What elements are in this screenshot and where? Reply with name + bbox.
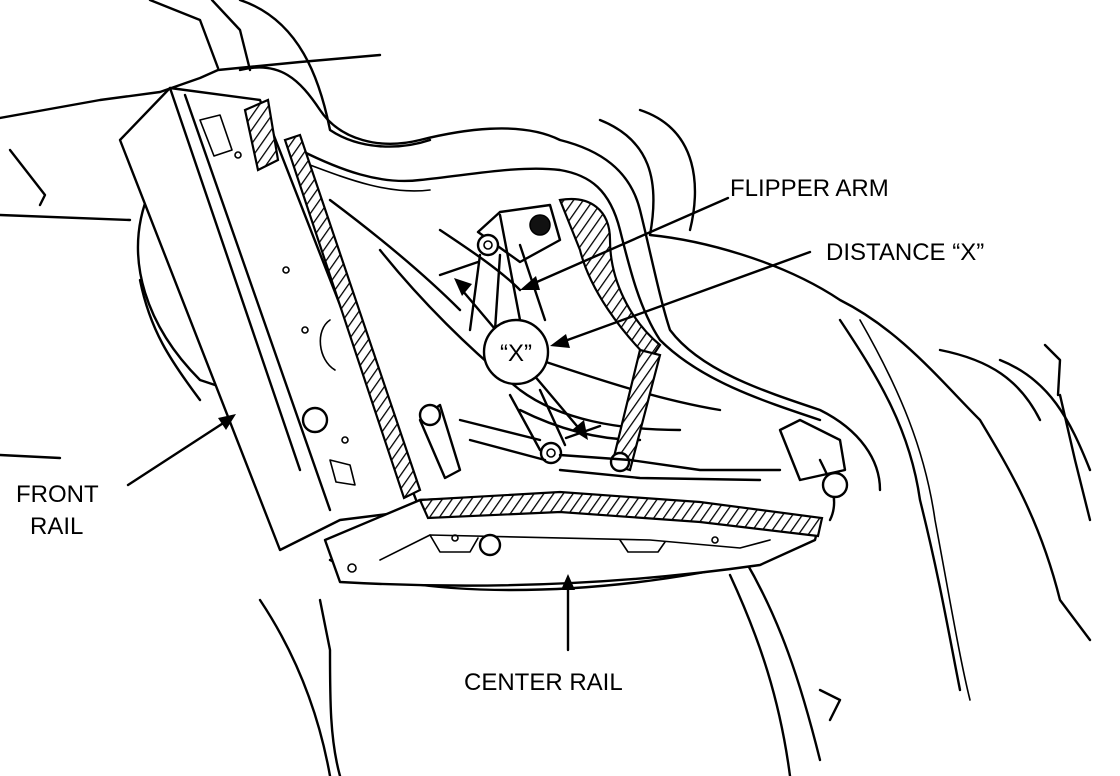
x-mark-label: “X” (500, 340, 532, 367)
vehicle-body-outline (0, 0, 1092, 776)
center-rail (323, 490, 824, 587)
leader-lines (126, 196, 812, 652)
front-rail-leader (126, 418, 230, 487)
flipper-arm-assembly (418, 197, 849, 522)
front-rail-label-line2: RAIL (30, 513, 83, 540)
center-rail-label: CENTER RAIL (464, 669, 623, 696)
flipper-arm-leader (528, 196, 730, 287)
distance-x-leader (560, 250, 812, 344)
x-callout-circle (482, 318, 550, 386)
flipper-arm-label: FLIPPER ARM (730, 175, 889, 202)
front-rail (118, 86, 422, 552)
distance-x-label: DISTANCE “X” (826, 239, 984, 266)
arrowhead-upper (454, 278, 472, 296)
arrowhead-lower (572, 420, 588, 440)
distance-x-indicator: “X” (438, 260, 602, 440)
front-rail-label-line1: FRONT (16, 481, 99, 508)
